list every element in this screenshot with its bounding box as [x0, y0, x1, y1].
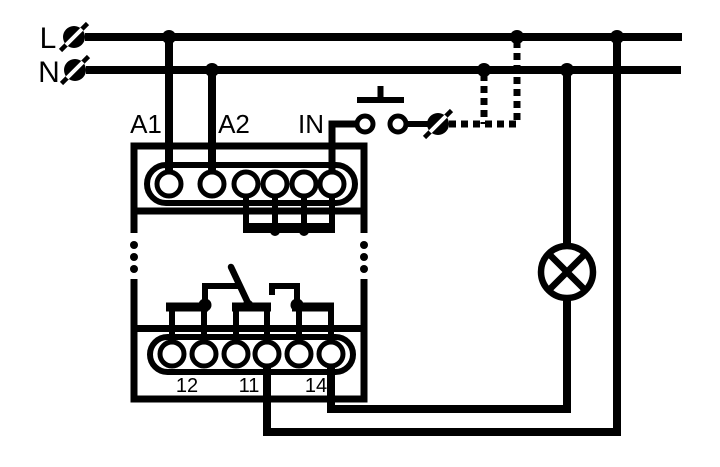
line-n-label: N — [38, 56, 60, 89]
no-contact-line — [269, 283, 300, 304]
wire-button-to-in — [328, 120, 357, 178]
jumper-junction-dot — [299, 226, 309, 236]
terminal-11-a — [221, 339, 251, 369]
terminal-12-label: 12 — [176, 375, 198, 397]
terminal-in-2 — [260, 169, 290, 199]
wire-14-to-lamp — [327, 297, 571, 413]
wire-11-to-l — [263, 41, 621, 436]
terminal-12-b — [189, 339, 219, 369]
supply-bus-lines — [85, 33, 682, 74]
lamp-icon — [537, 242, 597, 302]
push-button-icon — [354, 86, 428, 135]
terminal-in-4 — [317, 169, 347, 199]
top-terminal-holes — [154, 169, 347, 199]
changeover-contact-icon — [198, 263, 304, 312]
button-contact-right — [387, 113, 409, 135]
top-terminal-strip — [144, 37, 358, 236]
screw-terminal-icon — [58, 21, 90, 53]
terminal-a2 — [197, 169, 227, 199]
lamp-branch — [537, 74, 597, 302]
terminal-12-a — [157, 339, 187, 369]
terminal-11-b — [252, 339, 282, 369]
terminal-a1-label: A1 — [130, 109, 162, 139]
dashed-option-wires — [449, 41, 521, 128]
bottom-terminal-strip — [147, 41, 621, 436]
terminal-in-label: IN — [298, 109, 324, 139]
in-jumper-stubs — [243, 194, 335, 228]
junction-dots — [162, 30, 624, 77]
contact-lever — [227, 263, 252, 307]
button-contact-left — [354, 113, 376, 135]
junction-dot — [198, 298, 212, 312]
screw-terminal-icon — [59, 54, 91, 86]
screw-terminal-icon — [422, 108, 454, 140]
line-l-label: L — [40, 22, 57, 55]
bottom-terminal-holes — [157, 339, 346, 369]
nc-contact-line — [202, 283, 238, 304]
terminal-14-b — [316, 339, 346, 369]
device-outline-dotted-sides — [130, 241, 368, 273]
terminal-a1 — [154, 169, 184, 199]
terminal-14-a — [284, 339, 314, 369]
terminal-14-label: 14 — [305, 375, 327, 397]
terminal-in-1 — [231, 169, 261, 199]
terminal-in-3 — [289, 169, 319, 199]
contact-pivot — [242, 300, 254, 311]
terminal-a2-label: A2 — [218, 109, 250, 139]
terminal-11-label: 11 — [239, 375, 260, 397]
junction-dot — [290, 298, 304, 312]
jumper-junction-dot — [270, 226, 280, 236]
